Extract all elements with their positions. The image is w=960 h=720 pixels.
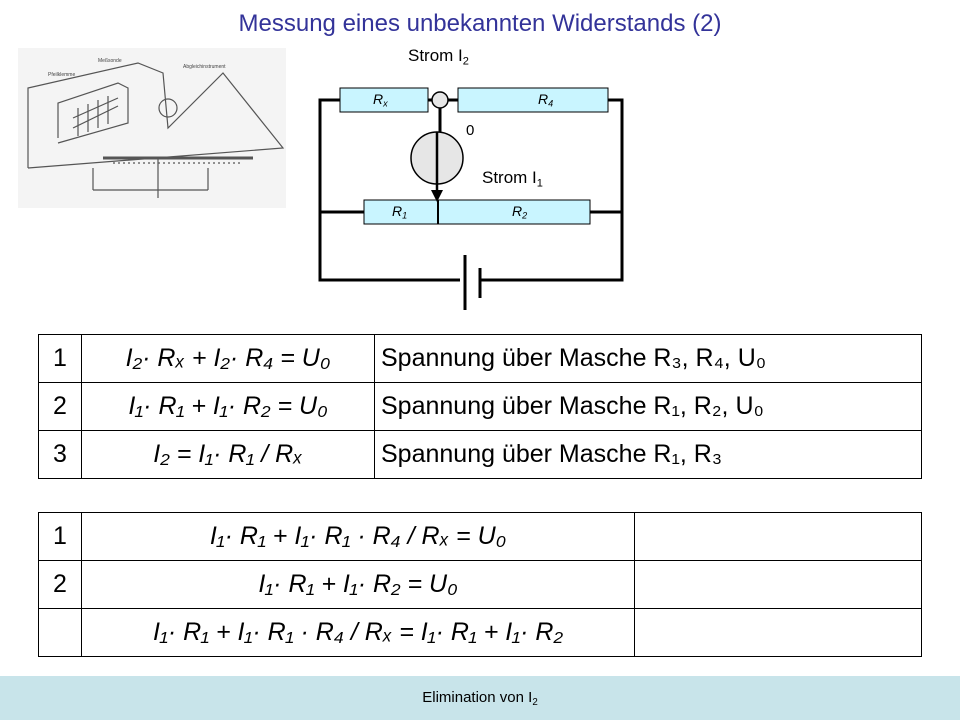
- strom-i1-label: Strom I1: [482, 168, 543, 190]
- equations-table-2: 1 I₁· R₁ + I₁· R₁ · R₄ / Rₓ = U₀ 2 I₁· R…: [38, 512, 922, 657]
- slider-arrow-icon: [431, 190, 443, 202]
- equation-cell: I₁· R₁ + I₁· R₂ = U₀: [81, 560, 635, 609]
- equation-cell: I₂ = I₁· R₁ / Rₓ: [81, 430, 375, 479]
- table-row: 3 I₂ = I₁· R₁ / Rₓ Spannung über Masche …: [38, 430, 922, 479]
- rx-label: Rx: [373, 91, 388, 109]
- row-number: 1: [38, 512, 82, 561]
- row-number: 2: [38, 560, 82, 609]
- note-cell: [634, 512, 922, 561]
- r1-label: R1: [392, 203, 408, 221]
- row-number: 3: [38, 430, 82, 479]
- junction-node: [431, 91, 449, 109]
- equation-cell: I₁· R₁ + I₁· R₂ = U₀: [81, 382, 375, 431]
- resistor-r4: [457, 87, 609, 113]
- apparatus-sketch: Pfeilklemme Meßsonde Abgleichinstrument: [18, 48, 286, 208]
- r2-label: R2: [512, 203, 528, 221]
- table-row: 2 I₁· R₁ + I₁· R₂ = U₀: [38, 560, 922, 609]
- equations-table-1: 1 I₂· Rₓ + I₂· R₄ = U₀ Spannung über Mas…: [38, 334, 922, 479]
- table-row: I₁· R₁ + I₁· R₁ · R₄ / Rₓ = I₁· R₁ + I₁·…: [38, 608, 922, 657]
- sketch-label-messonde: Meßsonde: [98, 58, 122, 64]
- footer-bar: [0, 676, 960, 720]
- equation-cell: I₂· Rₓ + I₂· R₄ = U₀: [81, 334, 375, 383]
- sketch-label-abgleich: Abgleichinstrument: [183, 64, 226, 70]
- row-number: 1: [38, 334, 82, 383]
- table-row: 1 I₂· Rₓ + I₂· R₄ = U₀ Spannung über Mas…: [38, 334, 922, 383]
- zero-label: 0: [466, 122, 475, 139]
- r4-label: R4: [538, 91, 554, 109]
- description-cell: Spannung über Masche R₃, R₄, U₀: [374, 334, 922, 383]
- description-cell: Spannung über Masche R₁, R₃: [374, 430, 922, 479]
- note-cell: [634, 560, 922, 609]
- circuit-wires: [318, 87, 624, 310]
- strom-i2-label: Strom I2: [408, 46, 469, 68]
- description-cell: Spannung über Masche R₁, R₂, U₀: [374, 382, 922, 431]
- resistor-rx: [339, 87, 429, 113]
- apparatus-drawing: Pfeilklemme Meßsonde Abgleichinstrument: [27, 58, 285, 198]
- table-row: 1 I₁· R₁ + I₁· R₁ · R₄ / Rₓ = U₀: [38, 512, 922, 561]
- table-row: 2 I₁· R₁ + I₁· R₂ = U₀ Spannung über Mas…: [38, 382, 922, 431]
- bridge-circuit: Strom I2 Strom I1 0 Rx R4 R1 R2: [300, 40, 630, 330]
- row-number: [38, 608, 82, 657]
- equation-cell: I₁· R₁ + I₁· R₁ · R₄ / Rₓ = U₀: [81, 512, 635, 561]
- equation-cell: I₁· R₁ + I₁· R₁ · R₄ / Rₓ = I₁· R₁ + I₁·…: [81, 608, 635, 657]
- sketch-label-pfeilklemme: Pfeilklemme: [48, 72, 75, 78]
- note-cell: [634, 608, 922, 657]
- row-number: 2: [38, 382, 82, 431]
- footer-caption: Elimination von I2: [422, 689, 538, 708]
- resistor-r1-r2: [363, 199, 591, 225]
- page-title: Messung eines unbekannten Widerstands (2…: [238, 10, 722, 37]
